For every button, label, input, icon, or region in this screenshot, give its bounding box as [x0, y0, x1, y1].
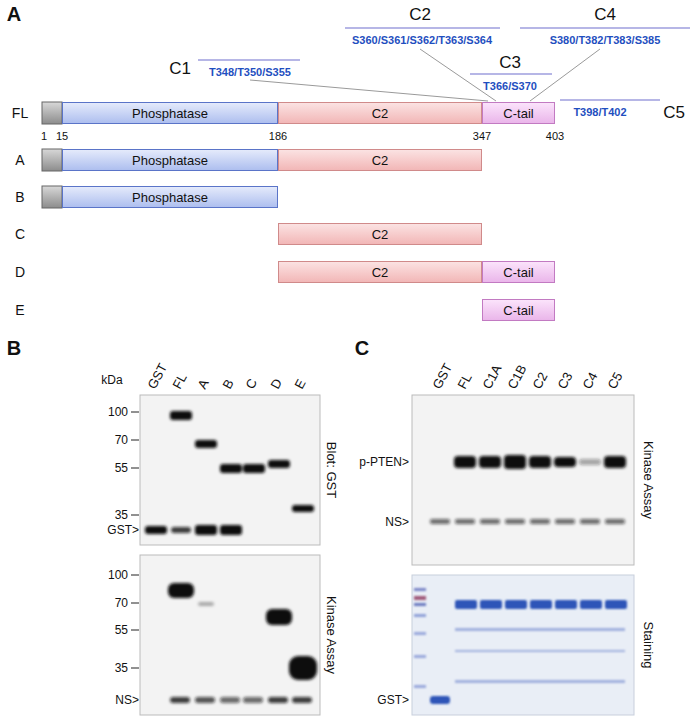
construct-name: E [15, 303, 24, 317]
residue-number: 347 [473, 131, 491, 142]
panel-letter: B [7, 338, 21, 358]
site-list: T366/S370 [483, 81, 537, 92]
residue-number: 15 [56, 131, 68, 142]
lane-label: D [268, 377, 284, 391]
site-list: S360/S361/S362/T363/S364 [352, 35, 492, 46]
band-label: NS> [115, 694, 139, 706]
blot-title: Staining [642, 622, 655, 669]
domain-box: C-tail [482, 102, 555, 124]
cluster-name: C1 [169, 60, 191, 77]
lane-label: C3 [555, 370, 574, 391]
residue-number: 186 [269, 131, 287, 142]
domain-box: C2 [278, 223, 482, 245]
lane-label: C2 [530, 370, 549, 391]
construct-name: FL [12, 106, 28, 120]
domain-name: C-tail [503, 106, 533, 121]
cluster-name: C3 [499, 54, 521, 71]
blot-kinase-c [412, 395, 634, 565]
marker-size: 70 [115, 434, 128, 446]
blot-gst [140, 395, 320, 545]
marker-size: 35 [115, 662, 128, 674]
marker-size: 35 [115, 509, 128, 521]
lane-label: C4 [580, 370, 599, 391]
domain-box: Phosphatase [62, 186, 278, 208]
domain-name: Phosphatase [132, 153, 208, 168]
lane-label: GST [145, 361, 169, 391]
domain-name: C-tail [503, 265, 533, 280]
blot-title: Kinase Assay [642, 441, 655, 519]
marker-ticks [131, 412, 139, 668]
marker-size: 55 [115, 462, 128, 474]
domain-name: C2 [372, 227, 389, 242]
marker-size: 55 [115, 624, 128, 636]
lane-label: GST [430, 361, 454, 391]
construct-name: B [15, 190, 24, 204]
blot-kinase-b [140, 555, 320, 715]
unit-label: kDa [101, 374, 122, 386]
panel-letter: A [7, 4, 21, 24]
domain-box: Phosphatase [62, 149, 278, 171]
domain-box: C-tail [482, 299, 555, 321]
lane-label: B [220, 377, 236, 391]
blot-title: Blot: GST [325, 442, 338, 498]
marker-size: 100 [108, 569, 128, 581]
construct-name: A [15, 153, 24, 167]
domain-box: C2 [278, 261, 482, 283]
lane-label: E [292, 377, 308, 391]
domain-name: Phosphatase [132, 190, 208, 205]
lane-label: C5 [605, 370, 624, 391]
leader-lines [250, 49, 600, 101]
lane-label: A [195, 377, 211, 391]
domain-box: Phosphatase [62, 102, 278, 124]
lane-label: FL [455, 372, 474, 391]
band-label: NS> [385, 516, 409, 528]
residue-number: 403 [546, 131, 564, 142]
domain-name: C2 [372, 265, 389, 280]
domain-box: C2 [278, 149, 482, 171]
n-terminal-boxes [42, 102, 62, 208]
residue-number: 1 [41, 131, 47, 142]
marker-size: 100 [108, 406, 128, 418]
marker-size: 70 [115, 597, 128, 609]
cluster-name: C5 [663, 104, 685, 121]
construct-name: D [15, 265, 25, 279]
cluster-name: C4 [594, 6, 616, 23]
band-label: p-PTEN> [359, 456, 409, 468]
lane-label: C [243, 377, 259, 391]
coomassie-gel [412, 575, 634, 715]
domain-box: C-tail [482, 261, 555, 283]
band-label: GST> [107, 524, 139, 536]
lane-label: C1A [480, 363, 503, 391]
domain-name: C2 [372, 106, 389, 121]
domain-box: C2 [278, 102, 482, 124]
lane-label: C1B [505, 363, 528, 391]
blot-title: Kinase Assay [325, 596, 338, 674]
panel-letter: C [355, 338, 369, 358]
site-list: T348/T350/S355 [209, 67, 291, 78]
lane-label: FL [170, 372, 189, 391]
site-brackets [198, 28, 690, 100]
cluster-name: C2 [409, 6, 431, 23]
domain-name: C2 [372, 153, 389, 168]
construct-name: C [15, 227, 25, 241]
site-list: S380/T382/T383/S385 [550, 35, 661, 46]
domain-name: Phosphatase [132, 106, 208, 121]
domain-name: C-tail [503, 303, 533, 318]
site-list: T398/T402 [573, 107, 626, 118]
band-label: GST> [377, 694, 409, 706]
